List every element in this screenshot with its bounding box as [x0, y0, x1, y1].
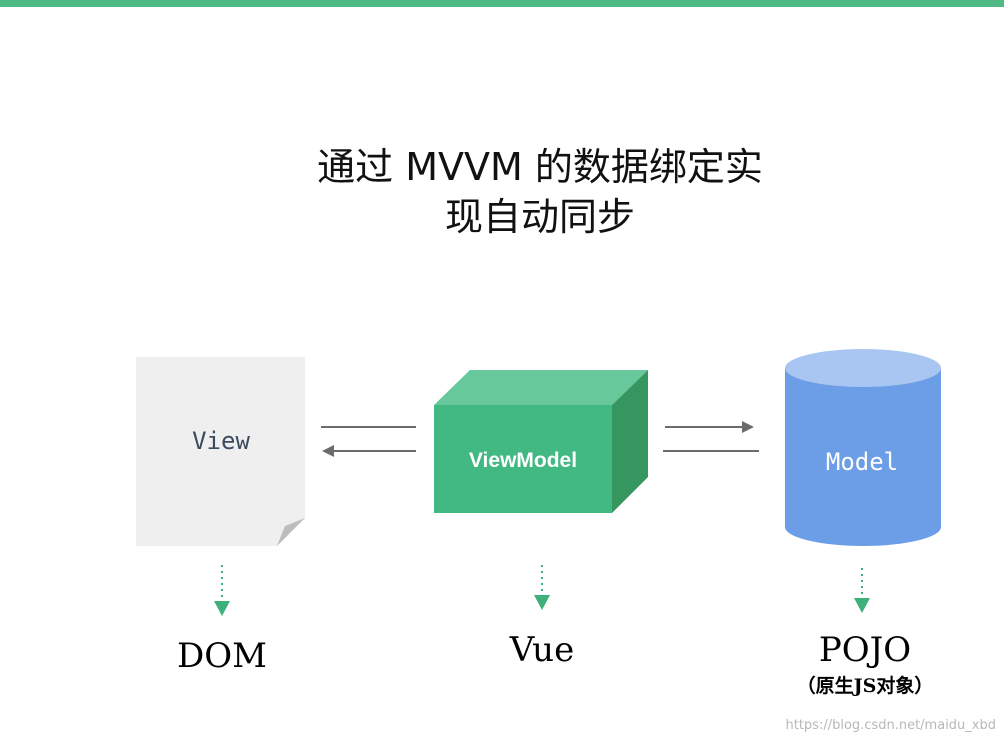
model-subcaption: （原生JS对象）: [796, 675, 934, 697]
model-caption: POJO: [818, 630, 912, 670]
slide-title: 通过 MVVM 的数据绑定实 现自动同步: [290, 142, 790, 242]
model-cylinder: Model: [785, 349, 941, 546]
viewmodel-caption: Vue: [509, 630, 575, 670]
down-arrow-view: [214, 565, 230, 616]
down-arrow-viewmodel: [534, 565, 550, 610]
view-page: View: [136, 357, 305, 546]
view-box-label: View: [192, 427, 250, 455]
top-accent-bar: [0, 0, 1004, 7]
title-line-2: 现自动同步: [444, 195, 635, 239]
down-arrow-model: [854, 568, 870, 613]
viewmodel-box-label: ViewModel: [469, 449, 577, 472]
view-caption: DOM: [177, 636, 267, 676]
title-line-1: 通过 MVVM 的数据绑定实: [317, 145, 763, 189]
viewmodel-cube: ViewModel: [434, 370, 648, 513]
model-box-label: Model: [826, 448, 898, 476]
watermark-url: https://blog.csdn.net/maidu_xbd: [785, 718, 997, 733]
